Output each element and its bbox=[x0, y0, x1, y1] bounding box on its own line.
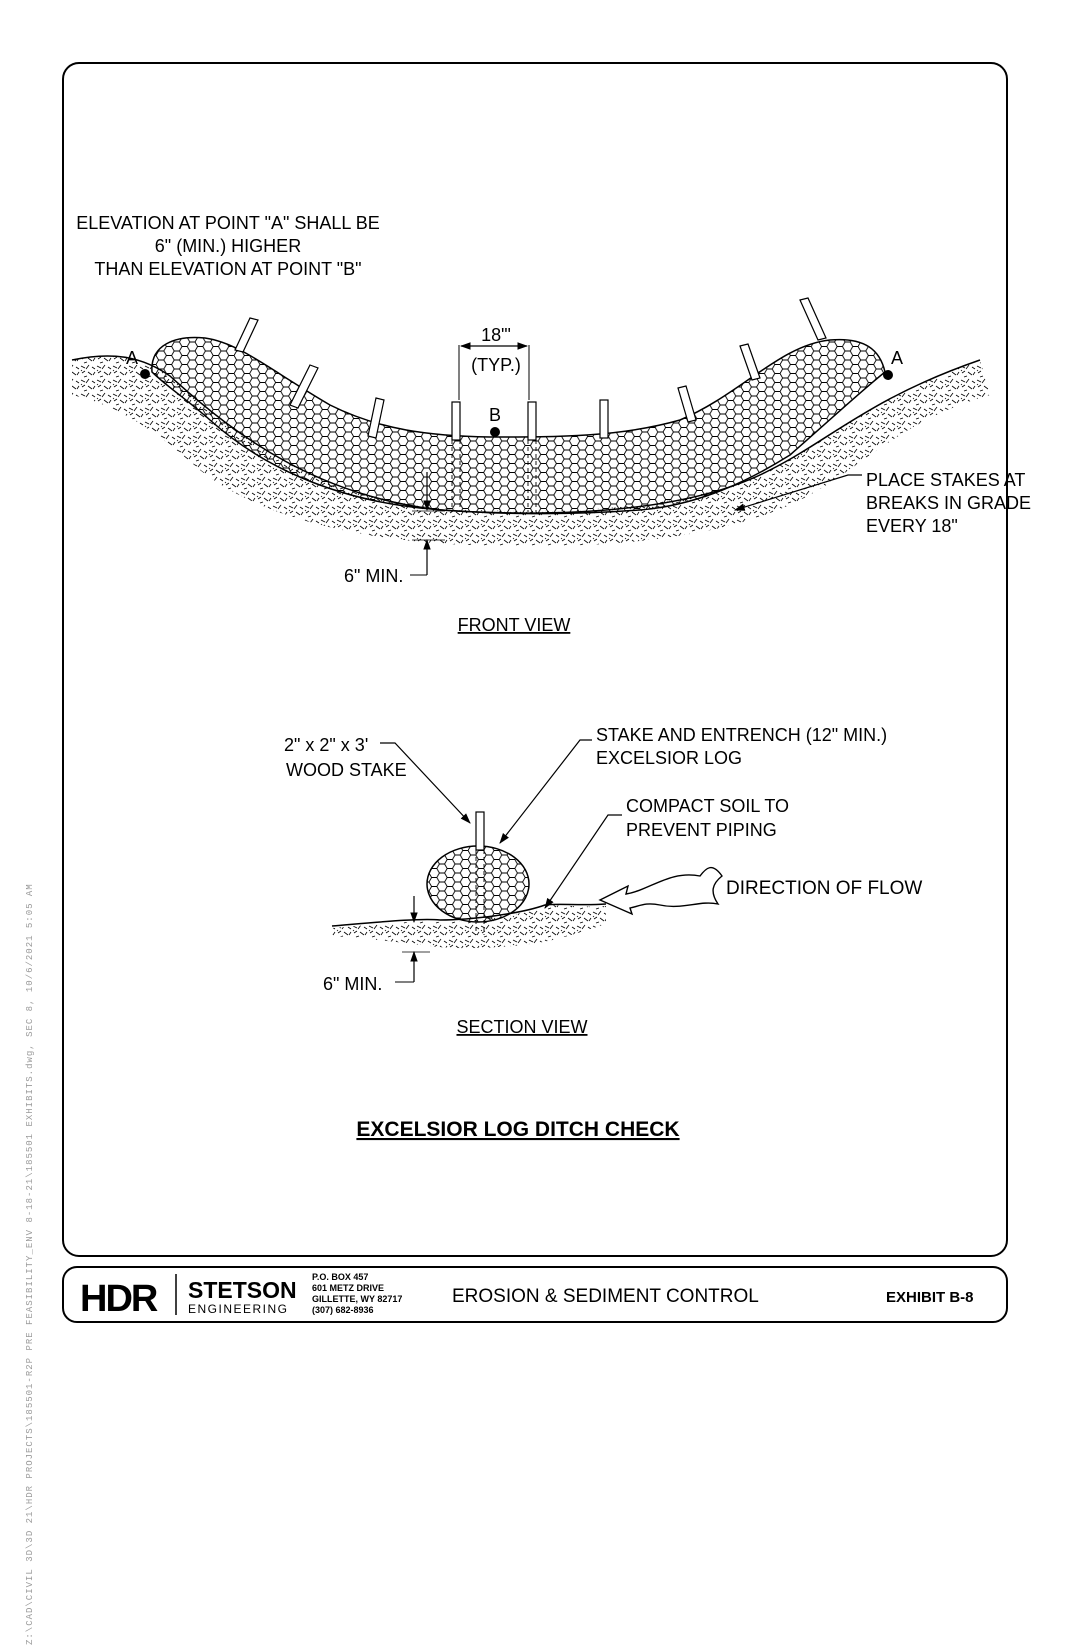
stake bbox=[677, 385, 697, 423]
place-stakes-leader bbox=[733, 474, 862, 511]
stake bbox=[289, 364, 319, 409]
elevation-note-line-3: THAN ELEVATION AT POINT "B" bbox=[94, 259, 361, 279]
point-b-marker bbox=[490, 427, 500, 437]
address-line-3: GILLETTE, WY 82717 bbox=[312, 1294, 402, 1304]
direction-of-flow-arrow bbox=[598, 867, 723, 916]
exhibit-number: EXHIBIT B-8 bbox=[886, 1289, 974, 1306]
place-stakes-line-2: BREAKS IN GRADE bbox=[866, 493, 1031, 513]
stake bbox=[799, 297, 827, 341]
point-a-right-label: A bbox=[891, 348, 903, 368]
place-stakes-line-1: PLACE STAKES AT bbox=[866, 470, 1025, 490]
drawing-sheet: ELEVATION AT POINT "A" SHALL BE 6" (MIN.… bbox=[62, 62, 1031, 1323]
stake bbox=[599, 399, 609, 439]
front-soil-hatch bbox=[72, 355, 990, 547]
front-view bbox=[71, 297, 990, 576]
stake bbox=[234, 317, 259, 353]
stake bbox=[739, 343, 761, 381]
stake bbox=[451, 401, 461, 441]
title-block: HDR STETSON ENGINEERING P.O. BOX 457 601… bbox=[80, 1272, 974, 1320]
stetson-logo: STETSON bbox=[188, 1277, 297, 1303]
sheet-title: EROSION & SEDIMENT CONTROL bbox=[452, 1286, 759, 1307]
hdr-logo: HDR bbox=[80, 1278, 158, 1320]
section-stake-embed bbox=[475, 850, 485, 935]
engineering-logo: ENGINEERING bbox=[188, 1302, 289, 1316]
stake-embed-lines bbox=[451, 440, 537, 512]
wood-stake-line-2: WOOD STAKE bbox=[286, 760, 407, 780]
place-stakes-line-3: EVERY 18" bbox=[866, 516, 958, 536]
spacing-dim-label: 18"' bbox=[481, 325, 511, 345]
stake-entrench-leader bbox=[499, 739, 592, 844]
wood-stake-line-1: 2" x 2" x 3' bbox=[284, 735, 368, 755]
point-a-left-label: A bbox=[126, 348, 138, 368]
stake bbox=[527, 401, 537, 441]
stake-entrench-line-1: STAKE AND ENTRENCH (12" MIN.) bbox=[596, 725, 887, 745]
elevation-note-line-1: ELEVATION AT POINT "A" SHALL BE bbox=[76, 213, 380, 233]
section-soil-hatch bbox=[332, 905, 606, 949]
wood-stake-leader bbox=[380, 742, 471, 824]
excelsior-log-section bbox=[426, 845, 530, 923]
drawing-border bbox=[62, 62, 1008, 1257]
section-view-labels: 2" x 2" x 3' WOOD STAKE STAKE AND ENTREN… bbox=[284, 725, 922, 1141]
direction-of-flow-label: DIRECTION OF FLOW bbox=[726, 878, 922, 899]
front-view-labels: ELEVATION AT POINT "A" SHALL BE 6" (MIN.… bbox=[76, 213, 1031, 635]
section-stake bbox=[475, 811, 485, 851]
address-line-4: (307) 682-8936 bbox=[312, 1305, 374, 1315]
point-a-right-marker bbox=[883, 370, 893, 380]
title-block-border bbox=[62, 1266, 1008, 1323]
section-view-title: SECTION VIEW bbox=[456, 1017, 587, 1037]
front-stakes bbox=[234, 297, 827, 441]
compact-soil-line-1: COMPACT SOIL TO bbox=[626, 796, 789, 816]
section-min-label: 6" MIN. bbox=[323, 974, 382, 994]
stake-entrench-line-2: EXCELSIOR LOG bbox=[596, 748, 742, 768]
point-a-left-marker bbox=[140, 369, 150, 379]
stake bbox=[367, 397, 385, 439]
address-line-2: 601 METZ DRIVE bbox=[312, 1283, 384, 1293]
compact-soil-leader bbox=[544, 814, 622, 909]
elevation-note-line-2: 6" (MIN.) HIGHER bbox=[155, 236, 301, 256]
excelsior-log-front bbox=[151, 336, 886, 515]
spacing-typ-label: (TYP.) bbox=[471, 355, 521, 375]
address-line-1: P.O. BOX 457 bbox=[312, 1272, 368, 1282]
compact-soil-line-2: PREVENT PIPING bbox=[626, 820, 777, 840]
point-b-label: B bbox=[489, 405, 501, 425]
front-min-label: 6" MIN. bbox=[344, 566, 403, 586]
front-view-title: FRONT VIEW bbox=[458, 615, 571, 635]
main-title: EXCELSIOR LOG DITCH CHECK bbox=[356, 1118, 679, 1141]
section-view bbox=[331, 739, 723, 983]
